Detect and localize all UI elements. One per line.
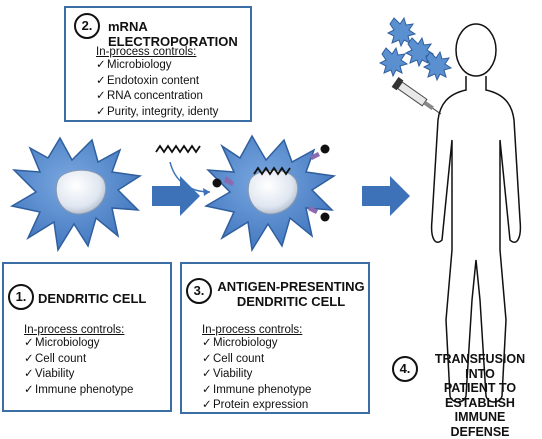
step2-box: 2. mRNA ELECTROPORATION In-process contr…	[64, 6, 252, 122]
step-title: ESTABLISH IMMUNE	[420, 396, 540, 425]
list-item: ✓Protein expression	[202, 398, 311, 414]
checkmark-icon: ✓	[96, 58, 107, 74]
checkmark-icon: ✓	[24, 352, 35, 368]
small-cells-group	[380, 18, 451, 80]
step-number: 3.	[186, 278, 212, 304]
list-item: ✓Endotoxin content	[96, 74, 218, 90]
mrna-strand-icon	[156, 146, 200, 152]
list-item: ✓Cell count	[24, 352, 133, 368]
controls-heading: In-process controls:	[96, 46, 218, 58]
step-number: 1.	[8, 284, 34, 310]
list-item: ✓Immune phenotype	[24, 383, 133, 399]
list-item: ✓Purity, integrity, identy	[96, 105, 218, 121]
controls-heading: In-process controls:	[202, 324, 311, 336]
controls-list: ✓Microbiology ✓Cell count ✓Viability ✓Im…	[24, 336, 133, 398]
step-title: ANTIGEN-PRESENTING	[216, 279, 366, 294]
checkmark-icon: ✓	[24, 336, 35, 352]
step-title: PATIENT TO	[420, 381, 540, 396]
list-item: ✓Microbiology	[202, 336, 311, 352]
step-title: DEFENSE	[420, 425, 540, 439]
arrow-right-icon	[152, 176, 200, 216]
step-title: mRNA ELECTROPORATION	[108, 19, 250, 49]
list-item: ✓Viability	[202, 367, 311, 383]
patient-silhouette	[432, 24, 521, 402]
step-number: 2.	[74, 13, 100, 39]
dendritic-cell-3	[206, 136, 334, 250]
list-item: ✓Immune phenotype	[202, 383, 311, 399]
list-item: ✓RNA concentration	[96, 89, 218, 105]
checkmark-icon: ✓	[202, 352, 213, 368]
step-title: DENDRITIC CELL	[216, 294, 366, 309]
checkmark-icon: ✓	[24, 367, 35, 383]
list-item: ✓Microbiology	[96, 58, 218, 74]
step-title: TRANSFUSION INTO	[420, 352, 540, 381]
step-number: 4.	[392, 356, 418, 382]
checkmark-icon: ✓	[202, 367, 213, 383]
checkmark-icon: ✓	[96, 105, 107, 121]
controls-list: ✓Microbiology ✓Cell count ✓Viability ✓Im…	[202, 336, 311, 414]
checkmark-icon: ✓	[202, 383, 213, 399]
checkmark-icon: ✓	[96, 74, 107, 90]
syringe-icon	[392, 77, 445, 119]
list-item: ✓Cell count	[202, 352, 311, 368]
dendritic-cell-1	[12, 138, 140, 250]
controls-heading: In-process controls:	[24, 324, 133, 336]
step3-box: 3. ANTIGEN-PRESENTING DENDRITIC CELL In-…	[180, 262, 370, 414]
arrow-right-icon	[362, 176, 410, 216]
checkmark-icon: ✓	[24, 383, 35, 399]
step-title: DENDRITIC CELL	[38, 291, 146, 306]
checkmark-icon: ✓	[96, 89, 107, 105]
checkmark-icon: ✓	[202, 336, 213, 352]
controls-list: ✓Microbiology ✓Endotoxin content ✓RNA co…	[96, 58, 218, 120]
list-item: ✓Microbiology	[24, 336, 133, 352]
checkmark-icon: ✓	[202, 398, 213, 414]
step1-box: 1. DENDRITIC CELL In-process controls: ✓…	[2, 262, 172, 412]
list-item: ✓Viability	[24, 367, 133, 383]
